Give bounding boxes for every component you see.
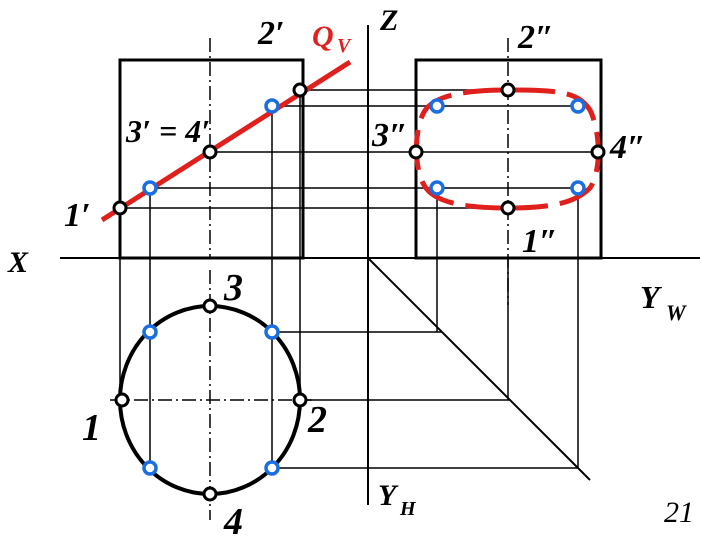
label-side-2: 2″ bbox=[517, 19, 554, 56]
aux-point bbox=[429, 98, 445, 114]
aux-points bbox=[142, 98, 586, 476]
miter-line bbox=[367, 257, 591, 481]
aux-point bbox=[570, 98, 586, 114]
label-front-2: 2′ bbox=[257, 15, 285, 52]
aux-point bbox=[264, 460, 280, 476]
section-plane-qv bbox=[100, 59, 352, 223]
page-number: 21 bbox=[664, 496, 694, 529]
point-1-front bbox=[112, 200, 128, 216]
plane-qv-subscript: V bbox=[337, 35, 352, 57]
point-2-side bbox=[500, 82, 516, 98]
yh-axis-subscript: H bbox=[399, 498, 417, 520]
yw-axis-subscript: W bbox=[666, 300, 687, 325]
aux-point bbox=[264, 98, 280, 114]
x-axis-label: X bbox=[7, 246, 29, 279]
z-axis-label: Z bbox=[379, 4, 398, 37]
front-view-frame bbox=[118, 58, 305, 260]
label-top-4: 4 bbox=[223, 501, 243, 540]
aux-point bbox=[142, 460, 158, 476]
point-2-top bbox=[292, 392, 308, 408]
aux-point bbox=[429, 180, 445, 196]
point-1-side bbox=[500, 200, 516, 216]
plane-qv-label: Q bbox=[312, 20, 334, 53]
label-top-3: 3 bbox=[223, 267, 243, 309]
point-3-top bbox=[202, 298, 218, 314]
point-1-top bbox=[114, 392, 130, 408]
side-section-curve bbox=[414, 87, 601, 211]
aux-point bbox=[142, 180, 158, 196]
label-side-4: 4″ bbox=[609, 129, 646, 166]
label-top-2: 2 bbox=[307, 399, 327, 441]
point-3-side bbox=[408, 144, 424, 160]
label-side-1: 1″ bbox=[522, 223, 558, 260]
aux-point bbox=[142, 324, 158, 340]
label-front-34: 3′ = 4′ bbox=[125, 113, 210, 149]
label-top-1: 1 bbox=[82, 407, 101, 449]
point-34-front bbox=[202, 144, 218, 160]
yw-axis-label: Y bbox=[640, 279, 662, 315]
aux-point bbox=[264, 324, 280, 340]
point-4-side bbox=[590, 144, 606, 160]
aux-point bbox=[570, 180, 586, 196]
key-points bbox=[112, 82, 606, 502]
point-2-front bbox=[292, 82, 308, 98]
point-4-top bbox=[202, 486, 218, 502]
label-side-3: 3″ bbox=[371, 117, 408, 154]
label-front-1: 1′ bbox=[64, 197, 91, 234]
yh-axis-label: Y bbox=[378, 479, 399, 512]
